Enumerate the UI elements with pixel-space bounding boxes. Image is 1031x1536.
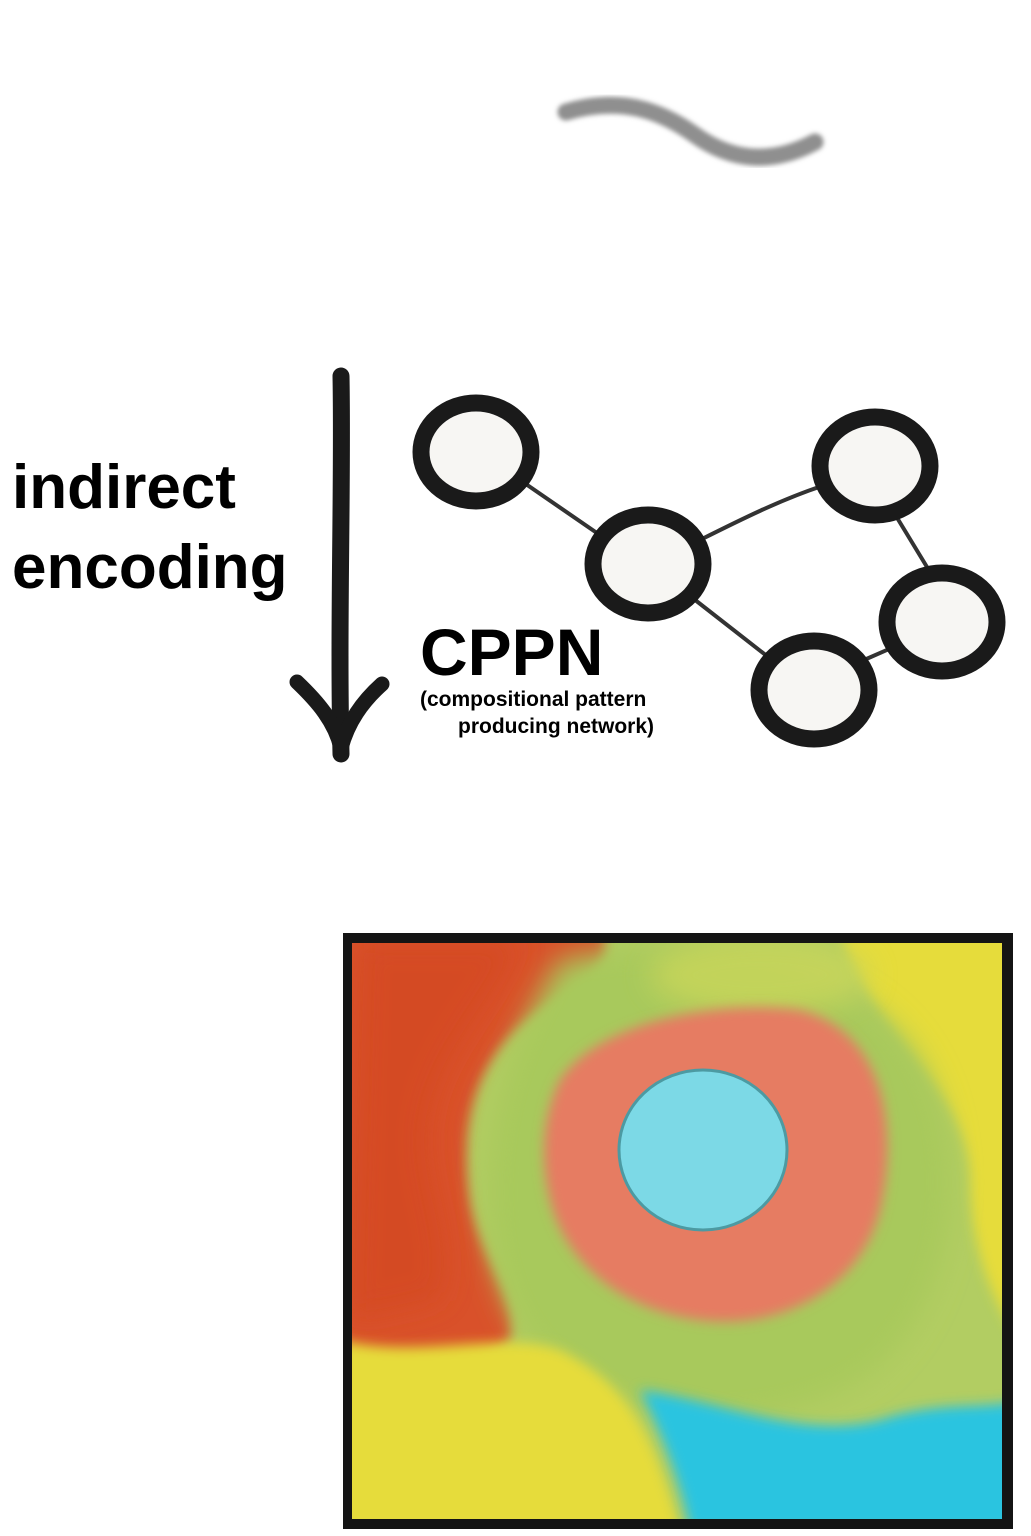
network-nodes [412, 394, 1006, 748]
cppn-subtitle-line2: producing network) [458, 715, 654, 738]
down-arrow-icon [289, 367, 390, 763]
network-node [811, 408, 939, 524]
yellow-region [352, 1342, 677, 1519]
cppn-subtitle-line1: (compositional pattern [420, 688, 647, 711]
pattern-canvas [343, 933, 1013, 1529]
edge-a-b [518, 478, 612, 544]
network-edges [518, 478, 932, 662]
genome-squiggle-icon [557, 96, 824, 166]
edge-b-c [698, 484, 824, 542]
indirect-encoding-label: indirect encoding [12, 448, 288, 608]
yellow-green-patch [650, 943, 870, 1015]
network-node [750, 632, 878, 748]
edge-c-d [894, 514, 932, 574]
cppn-title: CPPN [420, 615, 604, 689]
network-node [584, 506, 712, 622]
blue-region [640, 1390, 1002, 1519]
network-node [878, 564, 1006, 680]
edge-b-e [688, 594, 774, 662]
cppn-subtitle: (compositional pattern producing network… [420, 686, 690, 740]
cyan-center [617, 1068, 789, 1232]
indirect-encoding-label-line1: indirect [12, 453, 236, 522]
indirect-encoding-label-line2: encoding [12, 533, 288, 602]
network-node [412, 394, 540, 510]
red-region [352, 943, 519, 1320]
yellow-region [843, 943, 1002, 1312]
